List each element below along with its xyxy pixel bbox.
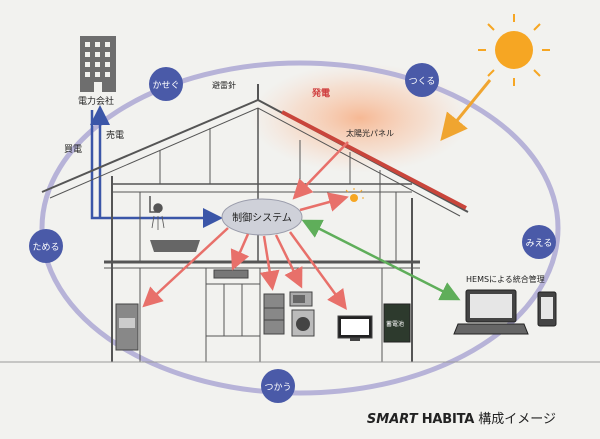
caption-rest: 構成イメージ [478,412,556,427]
refrigerator-icon [263,293,285,335]
tv-icon [337,315,373,341]
washing-machine-icon [291,309,315,337]
bubble-tsukuru: つくる [405,63,439,97]
storage-battery-icon: 蓄電池 [383,303,411,343]
laptop-icon [453,289,529,335]
bubble-mieru: みえる [522,225,556,259]
bubble-kasegu: かせぐ [149,67,183,101]
solar-panel-label: 太陽光パネル [346,128,394,138]
control-system-label: 制御システム [232,211,292,224]
bubble-tsukau-label: つかう [264,382,291,393]
lightning-rod-label: 避雷針 [212,80,236,90]
bubble-tameru: ためる [29,229,63,263]
storage-battery-label: 蓄電池 [386,320,404,328]
bubble-kasegu-label: かせぐ [152,80,179,91]
light-bulb-icon [344,188,364,202]
microwave-icon [289,291,313,307]
control-system-node [221,198,303,236]
bubble-mieru-label: みえる [526,238,553,249]
solar-panel-roof [281,110,467,210]
sell-power-label: 売電 [106,129,124,141]
bathtub-icon [150,240,200,252]
hems-link-arrow [301,219,461,301]
outdoor-power-unit-icon [115,303,139,351]
power-company-building-icon [80,36,116,92]
generation-label: 発電 [311,87,330,99]
power-company-label: 電力会社 [78,95,114,107]
buy-power-line [90,110,223,228]
sun-icon [478,14,550,86]
air-conditioner-icon [213,269,249,279]
caption-habita: HABITA [421,412,475,427]
caption-smart: SMART [366,412,418,427]
kitchen-cabinet-icon [205,283,261,337]
shower-icon [149,196,165,230]
smartphone-icon [537,291,557,327]
buy-power-label: 買電 [64,144,82,155]
bubble-tsukau: つかう [261,369,295,403]
cycle-ellipse [39,60,561,396]
bubble-tsukuru-label: つくる [409,76,436,87]
hems-label: HEMSによる統合管理 [466,274,545,284]
solar-to-control-arrow [292,141,349,200]
sunlight-arrow [440,79,492,141]
figure-caption: SMART HABITA 構成イメージ [367,408,556,427]
bubble-tameru-label: ためる [32,242,59,253]
